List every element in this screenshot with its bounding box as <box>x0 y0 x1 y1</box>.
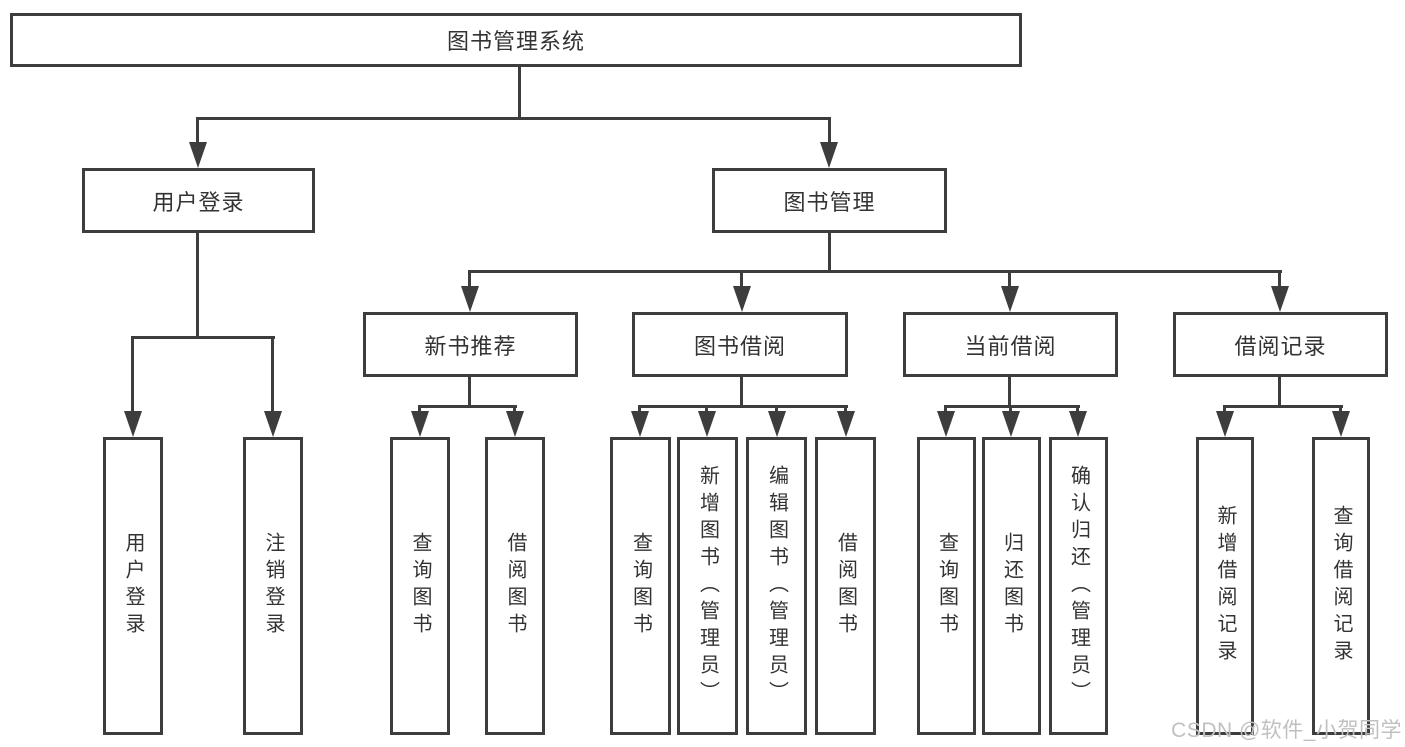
connector-line <box>131 336 275 339</box>
connector-line <box>740 272 743 288</box>
connector-arrowhead <box>1216 411 1234 437</box>
node-add-books-admin: 新增图书（管理员） <box>677 437 738 735</box>
node-label: 借阅图书 <box>504 532 526 640</box>
connector-line <box>418 406 421 414</box>
node-label: 确认归还（管理员） <box>1067 464 1090 708</box>
connector-arrowhead <box>698 411 716 437</box>
node-book-borrowing: 图书借阅 <box>632 312 848 377</box>
node-query-books-recommend: 查询图书 <box>390 437 450 735</box>
connector-line <box>418 405 517 408</box>
connector-line <box>740 377 743 408</box>
connector-line <box>1223 405 1343 408</box>
connector-arrowhead <box>461 286 479 312</box>
node-label: 编辑图书（管理员） <box>765 464 788 708</box>
connector-line <box>944 405 1080 408</box>
node-label: 查询借阅记录 <box>1330 505 1352 667</box>
connector-line <box>828 233 831 272</box>
connector-arrowhead <box>1001 286 1019 312</box>
connector-arrowhead <box>1332 411 1350 437</box>
node-label: 新增图书（管理员） <box>696 464 719 708</box>
connector-arrowhead <box>820 142 838 168</box>
connector-line <box>513 406 516 414</box>
connector-line <box>1009 406 1012 414</box>
connector-line <box>828 119 831 144</box>
connector-line <box>468 270 1282 273</box>
connector-arrowhead <box>411 411 429 437</box>
connector-line <box>131 338 134 413</box>
connector-line <box>196 119 199 144</box>
connector-arrowhead <box>506 411 524 437</box>
connector-line <box>638 406 641 414</box>
connector-arrowhead <box>733 286 751 312</box>
node-new-book-recommend: 新书推荐 <box>363 312 578 377</box>
node-borrow-books-recommend: 借阅图书 <box>485 437 545 735</box>
node-label: 用户登录 <box>122 532 144 640</box>
node-query-borrow-record: 查询借阅记录 <box>1312 437 1370 735</box>
node-user-login-action: 用户登录 <box>103 437 163 735</box>
node-edit-books-admin: 编辑图书（管理员） <box>746 437 807 735</box>
connector-line <box>468 272 471 288</box>
connector-line <box>196 233 199 338</box>
connector-arrowhead <box>1069 411 1087 437</box>
connector-arrowhead <box>1271 286 1289 312</box>
connector-arrowhead <box>768 411 786 437</box>
connector-line <box>638 405 848 408</box>
node-user-login: 用户登录 <box>82 168 315 233</box>
node-label: 新增借阅记录 <box>1214 505 1236 667</box>
node-borrowing-records: 借阅记录 <box>1173 312 1388 377</box>
connector-line <box>844 406 847 414</box>
connector-arrowhead <box>264 411 282 437</box>
connector-arrowhead <box>189 142 207 168</box>
node-query-books-current: 查询图书 <box>917 437 976 735</box>
connector-line <box>1339 406 1342 414</box>
connector-line <box>705 406 708 414</box>
node-logout-action: 注销登录 <box>243 437 303 735</box>
connector-line <box>1008 272 1011 288</box>
node-add-borrow-record: 新增借阅记录 <box>1196 437 1254 735</box>
node-return-books: 归还图书 <box>982 437 1041 735</box>
connector-line <box>1223 406 1226 414</box>
node-confirm-return-admin: 确认归还（管理员） <box>1049 437 1108 735</box>
connector-line <box>775 406 778 414</box>
connector-line <box>1008 377 1011 408</box>
node-label: 查询图书 <box>409 532 431 640</box>
connector-line <box>518 64 521 120</box>
connector-arrowhead <box>837 411 855 437</box>
connector-line <box>196 117 831 120</box>
connector-arrowhead <box>1002 411 1020 437</box>
node-label: 借阅图书 <box>834 532 857 640</box>
node-query-books-borrowing: 查询图书 <box>610 437 671 735</box>
connector-line <box>944 406 947 414</box>
connector-line <box>271 338 274 413</box>
node-label: 注销登录 <box>262 532 284 640</box>
connector-line <box>1278 377 1281 408</box>
node-current-borrowing: 当前借阅 <box>903 312 1118 377</box>
connector-line <box>468 377 471 408</box>
csdn-watermark: CSDN @软件_小贺同学 <box>1171 719 1402 742</box>
connector-arrowhead <box>124 411 142 437</box>
node-label: 归还图书 <box>1000 532 1023 640</box>
node-book-management: 图书管理 <box>712 168 947 233</box>
connector-line <box>1076 406 1079 414</box>
connector-arrowhead <box>631 411 649 437</box>
connector-line <box>1278 272 1281 288</box>
node-library-system-root: 图书管理系统 <box>10 13 1022 67</box>
node-label: 查询图书 <box>629 532 652 640</box>
node-label: 查询图书 <box>935 532 958 640</box>
connector-arrowhead <box>937 411 955 437</box>
node-borrow-books-borrowing: 借阅图书 <box>815 437 876 735</box>
